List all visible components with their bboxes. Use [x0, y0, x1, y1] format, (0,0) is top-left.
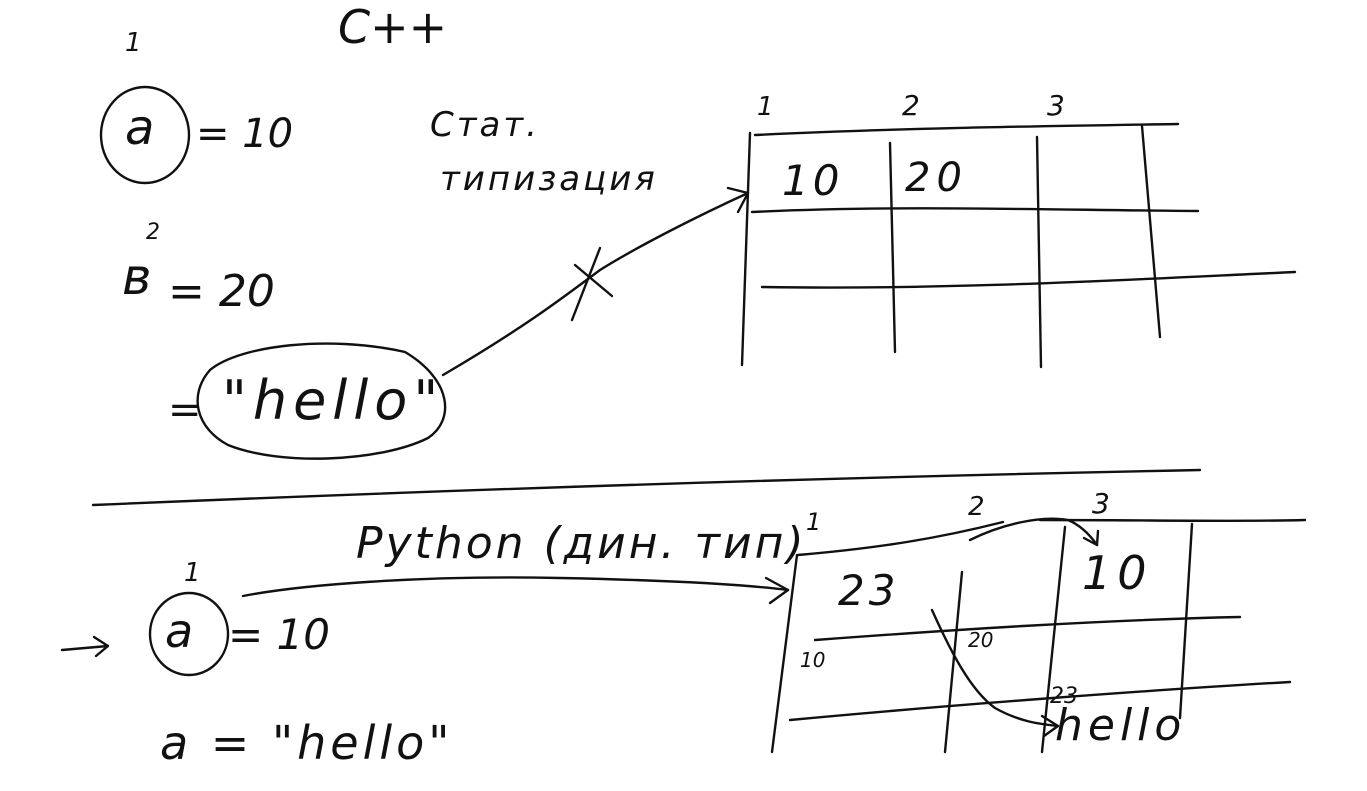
cpp-grid-col-label-3: 3 — [1047, 89, 1065, 122]
cpp-string-value: "hello" — [222, 369, 445, 432]
py-grid-col-label-3: 3 — [1092, 487, 1110, 520]
cpp-grid-col-label-2: 2 — [902, 89, 920, 122]
cpp-grid-top-line — [753, 122, 1180, 137]
py-grid-cell-hello: hello — [1055, 700, 1187, 751]
cpp-var-a-circle — [99, 85, 191, 185]
cpp-var-a-index: 1 — [125, 28, 142, 58]
title-label: C++ — [338, 0, 448, 54]
py-grid-col-label-1: 1 — [806, 508, 822, 536]
cpp-grid-row-line-2 — [760, 270, 1297, 289]
cpp-grid-col-line-0 — [740, 131, 752, 367]
py-left-arrow-head — [92, 635, 110, 658]
py-hello-arrowhead — [1040, 714, 1060, 738]
cpp-pointer-arrow — [441, 191, 750, 377]
cpp-pointer-cross-b — [570, 246, 602, 322]
py-grid-cell-23-small: 23 — [1050, 684, 1078, 709]
cpp-string-eq: = — [168, 387, 202, 433]
py-var-a-assign: = 10 — [228, 610, 330, 659]
py-var-a-circle — [148, 591, 230, 677]
py-label: Python (дин. тип) — [356, 518, 807, 569]
py-pointer-arrowhead — [764, 576, 790, 605]
py-var-a-name: a — [165, 604, 194, 658]
py-reassign: a = "hello" — [160, 716, 454, 770]
cpp-var-a-assign: = 10 — [196, 111, 294, 157]
py-top-curve-arrow — [968, 517, 1099, 547]
cpp-grid-cell-1: 10 — [782, 156, 844, 205]
section-divider — [91, 468, 1202, 507]
py-var-a-index: 1 — [184, 558, 201, 588]
cpp-note-line1: Стат. — [430, 105, 540, 145]
py-grid-cell-23: 23 — [838, 566, 900, 615]
cpp-note-line2: типизация — [440, 159, 658, 199]
py-grid-cell-10-top: 10 — [1082, 546, 1153, 600]
py-grid-row-line-2 — [788, 680, 1292, 722]
py-grid-top-line-right — [1038, 518, 1307, 523]
py-left-arrow-shaft — [60, 644, 110, 652]
cpp-grid-col-line-3 — [1140, 124, 1162, 339]
py-grid-top-line — [796, 520, 1005, 557]
py-grid-col-line-1 — [943, 570, 964, 754]
py-grid-cell-10-small: 10 — [800, 648, 826, 672]
cpp-memory-grid — [740, 122, 1297, 369]
cpp-var-b-name: в — [122, 248, 152, 306]
py-grid-col-line-2 — [1040, 525, 1067, 754]
cpp-var-b-index: 2 — [146, 220, 160, 245]
cpp-grid-row-line-1 — [750, 207, 1200, 214]
py-pointer-arrow — [241, 576, 790, 598]
py-grid-col-line-0 — [770, 553, 799, 754]
cpp-grid-col-line-2 — [1035, 135, 1043, 369]
cpp-hello-ellipse — [196, 342, 447, 460]
py-grid-row-line-1 — [813, 615, 1242, 642]
py-grid-col-label-2: 2 — [968, 492, 985, 522]
cpp-grid-col-label-1: 1 — [757, 92, 774, 122]
py-grid-col-line-3 — [1178, 522, 1194, 720]
cpp-var-a-name: a — [125, 100, 155, 156]
cpp-var-b-assign: = 20 — [168, 266, 275, 317]
py-hello-arrow — [930, 608, 1060, 728]
cpp-pointer-cross-a — [573, 263, 614, 298]
py-memory-grid — [770, 518, 1307, 754]
cpp-grid-col-line-1 — [888, 141, 897, 354]
cpp-grid-cell-2: 20 — [905, 155, 968, 201]
py-top-curve-arrowhead — [1082, 529, 1100, 547]
py-grid-cell-20-small: 20 — [968, 628, 994, 652]
